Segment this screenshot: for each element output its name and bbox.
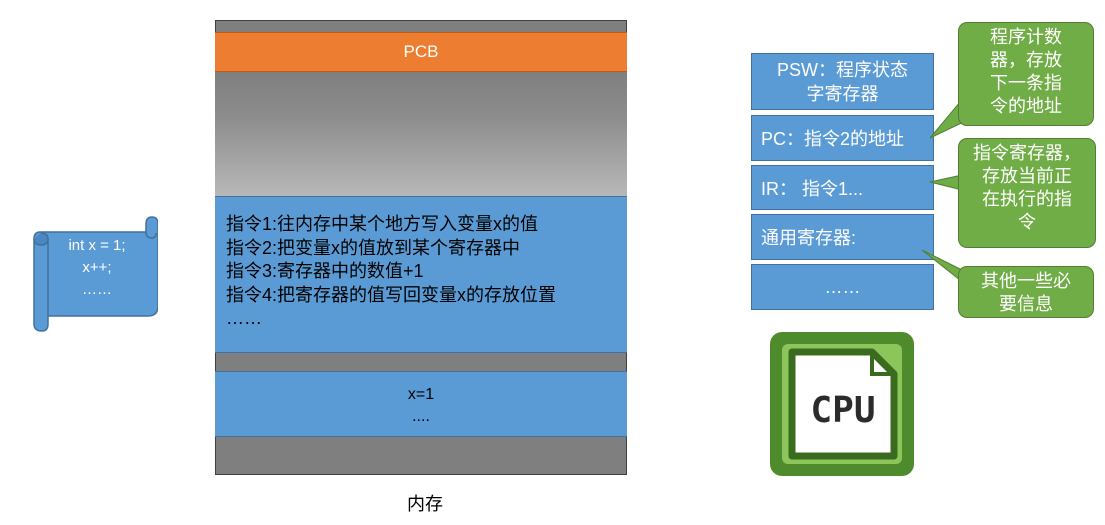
pc-register: PC：指令2的地址	[751, 115, 934, 161]
code-scroll-text: int x = 1; x++; ……	[43, 235, 151, 301]
instruction-segment: 指令1:往内存中某个地方写入变量x的值 指令2:把变量x的值放到某个寄存器中 指…	[215, 196, 627, 353]
ir-callout: 指令寄存器， 存放当前正 在执行的指 令	[958, 138, 1096, 248]
general-callout-line: 其他一些必	[981, 271, 1071, 291]
data-segment: x=1 ....	[215, 371, 627, 437]
pcb-label: PCB	[403, 42, 439, 61]
pc-callout-line: 器，存放	[990, 50, 1062, 70]
general-register-text: 通用寄存器:	[761, 228, 857, 248]
ir-register-text: IR： 指令1...	[761, 178, 864, 199]
data-line: ....	[412, 408, 430, 425]
general-callout: 其他一些必 要信息	[958, 266, 1094, 318]
ir-callout-line: 指令寄存器，	[973, 143, 1081, 163]
memory-free-segment	[215, 72, 627, 196]
instruction-line: 指令4:把寄存器的值写回变量x的存放位置	[226, 284, 557, 305]
data-line: x=1	[407, 386, 435, 403]
psw-register-line: 字寄存器	[806, 83, 879, 104]
pc-callout-line: 程序计数	[990, 27, 1062, 47]
memory-label: 内存	[407, 494, 443, 514]
code-line: ……	[82, 281, 112, 298]
other-register-text: ……	[824, 276, 861, 297]
psw-register-line: PSW：程序状态	[776, 59, 908, 80]
pc-callout-line: 令的地址	[990, 96, 1062, 116]
general-register: 通用寄存器:	[751, 214, 934, 260]
cpu-label: CPU	[810, 390, 875, 431]
pc-callout: 程序计数 器，存放 下一条指 令的地址	[958, 22, 1094, 126]
instruction-line: 指令1:往内存中某个地方写入变量x的值	[226, 214, 539, 234]
code-line: x++;	[82, 259, 112, 276]
instruction-line: ……	[226, 308, 262, 328]
code-line: int x = 1;	[68, 237, 126, 254]
ir-callout-line: 令	[1018, 212, 1036, 232]
ir-callout-line: 存放当前正	[982, 166, 1072, 186]
psw-register: PSW：程序状态 字寄存器	[751, 53, 934, 110]
pc-register-text: PC：指令2的地址	[761, 129, 905, 149]
code-scroll-shape	[33, 216, 158, 332]
ir-callout-line: 在执行的指	[982, 189, 1072, 209]
instruction-line: 指令3:寄存器中的数值+1	[226, 261, 424, 281]
instruction-line: 指令2:把变量x的值放到某个寄存器中	[226, 237, 521, 258]
pcb-segment: PCB	[215, 32, 627, 72]
pc-callout-line: 下一条指	[990, 73, 1062, 93]
ir-register: IR： 指令1...	[751, 165, 934, 210]
other-register: ……	[751, 264, 934, 310]
general-callout-line: 要信息	[999, 294, 1053, 314]
cpu-icon: CPU	[770, 332, 914, 476]
